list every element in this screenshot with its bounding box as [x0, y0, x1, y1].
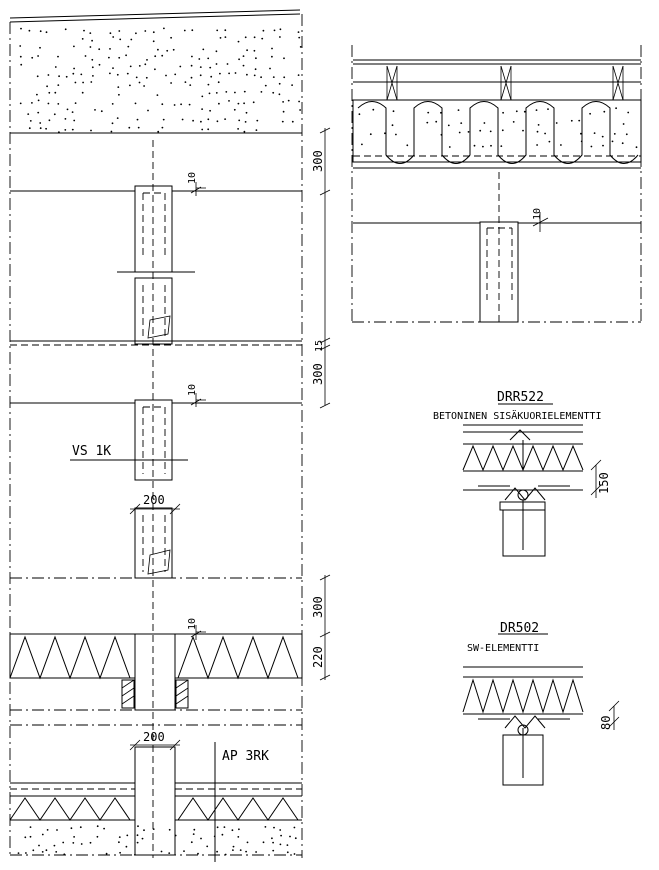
drr522-name: BETONINEN SISÄKUORIELEMENTTI — [433, 409, 602, 422]
dim-220: 220 — [311, 646, 325, 668]
label-ap-3rk: AP 3RK — [222, 749, 269, 764]
dim-200-a: 200 — [143, 493, 165, 507]
right-section-drawing — [351, 45, 642, 323]
dr502-name: SW-ELEMENTTI — [467, 643, 539, 654]
dimension-chain-left — [70, 127, 331, 751]
dim-10-right: 10 — [532, 208, 543, 220]
detail-drr522 — [462, 403, 602, 557]
detail-dr502 — [462, 633, 620, 786]
dim-10-a: 10 — [187, 172, 198, 184]
dim-300-b: 300 — [311, 363, 325, 385]
drr522-code: DRR522 — [497, 390, 544, 405]
label-vs-1k: VS 1K — [72, 444, 111, 459]
dim-10-c: 10 — [187, 618, 198, 630]
dim-200-b: 200 — [143, 730, 165, 744]
dim-80: 80 — [599, 716, 613, 730]
dr502-code: DR502 — [500, 621, 539, 636]
dim-15: 15 — [314, 340, 325, 352]
dim-300-a: 300 — [311, 150, 325, 172]
dim-150: 150 — [597, 472, 611, 494]
insulation-block — [19, 27, 302, 134]
dim-10-b: 10 — [187, 384, 198, 396]
dim-300-c: 300 — [311, 596, 325, 618]
